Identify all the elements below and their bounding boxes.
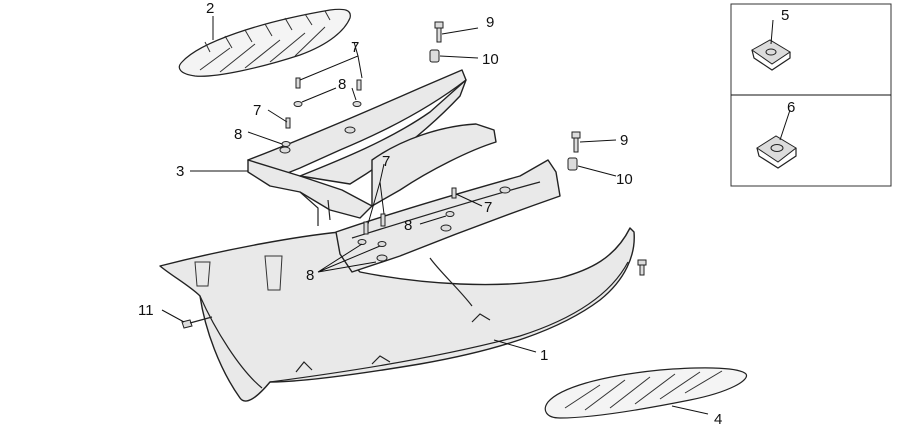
callout-7-top: 7 bbox=[351, 39, 359, 56]
callouts: 1 2 3 4 5 6 7 7 7 7 8 8 8 8 9 9 10 10 11 bbox=[138, 0, 795, 427]
callout-9-top: 9 bbox=[486, 14, 494, 31]
part-lower-panel bbox=[159, 227, 635, 402]
callout-11: 11 bbox=[138, 302, 154, 319]
callout-8-left: 8 bbox=[234, 126, 242, 143]
part-mat-upper bbox=[178, 8, 351, 77]
callout-8-center: 8 bbox=[404, 217, 412, 234]
callout-8-bottom: 8 bbox=[306, 267, 314, 284]
callout-9-right: 9 bbox=[620, 132, 628, 149]
callout-7-center: 7 bbox=[382, 153, 390, 170]
callout-7-right: 7 bbox=[484, 199, 492, 216]
callout-6: 6 bbox=[787, 99, 795, 116]
callout-7-left: 7 bbox=[253, 102, 261, 119]
callout-1: 1 bbox=[540, 347, 548, 364]
callout-2: 2 bbox=[206, 0, 214, 17]
callout-4: 4 bbox=[714, 411, 722, 427]
part-mat-lower bbox=[544, 367, 748, 419]
callout-8-top: 8 bbox=[338, 76, 346, 93]
callout-10-right: 10 bbox=[616, 171, 633, 188]
inset-box bbox=[730, 3, 892, 187]
hardware bbox=[181, 21, 647, 329]
callout-10-top: 10 bbox=[482, 51, 499, 68]
callout-5: 5 bbox=[781, 7, 789, 24]
leader-lines bbox=[161, 16, 791, 415]
callout-3: 3 bbox=[176, 163, 184, 180]
part-frame bbox=[247, 69, 561, 273]
